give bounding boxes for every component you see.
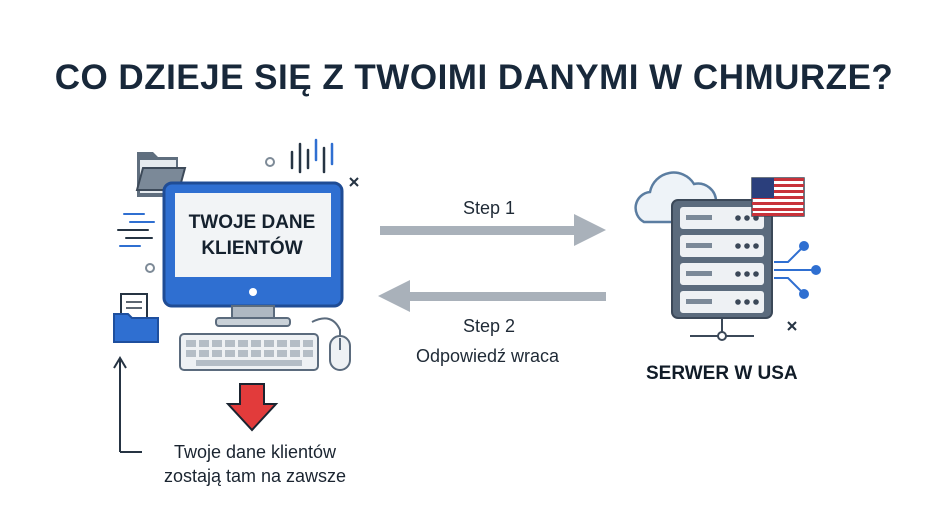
note-line-2: zostają tam na zawsze [163,466,347,486]
computer-monitor-icon [162,181,344,327]
document-folder-icon [113,293,159,343]
server-caption: SERWER W USA [646,363,798,384]
dot-icon [145,263,155,273]
down-arrow-icon [225,383,279,432]
usa-flag-icon [751,177,805,217]
note-line-1: Twoje dane klientów [173,442,337,462]
sparkle-icon [349,177,359,187]
speed-lines-icon [117,213,155,247]
monitor-screen-text: TWOJE DANE KLIENTÓW [176,210,328,262]
step2-arrow [378,280,606,312]
screen-line-2: KLIENTÓW [201,238,303,259]
mouse-icon [329,335,351,371]
server-rack-icon [671,199,773,341]
step1-label: Step 1 [463,198,516,218]
step1-arrow [380,214,606,246]
network-nodes-icon [774,241,821,299]
retention-note: Twoje dane klientów zostają tam na zawsz… [152,440,358,488]
mouse-cable [311,317,341,344]
screen-line-1: TWOJE DANE [188,212,316,233]
sparkle-icon [787,321,797,331]
note-pointer-arrow [113,356,142,453]
data-bars-icon [290,138,334,174]
step2-label: Step 2 [463,316,516,336]
page-title: CO DZIEJE SIĘ Z TWOIMI DANYMI W CHMURZE? [54,58,894,97]
keyboard-icon [179,333,319,371]
dot-icon [265,157,275,167]
step2-caption: Odpowiedź wraca [416,346,560,366]
